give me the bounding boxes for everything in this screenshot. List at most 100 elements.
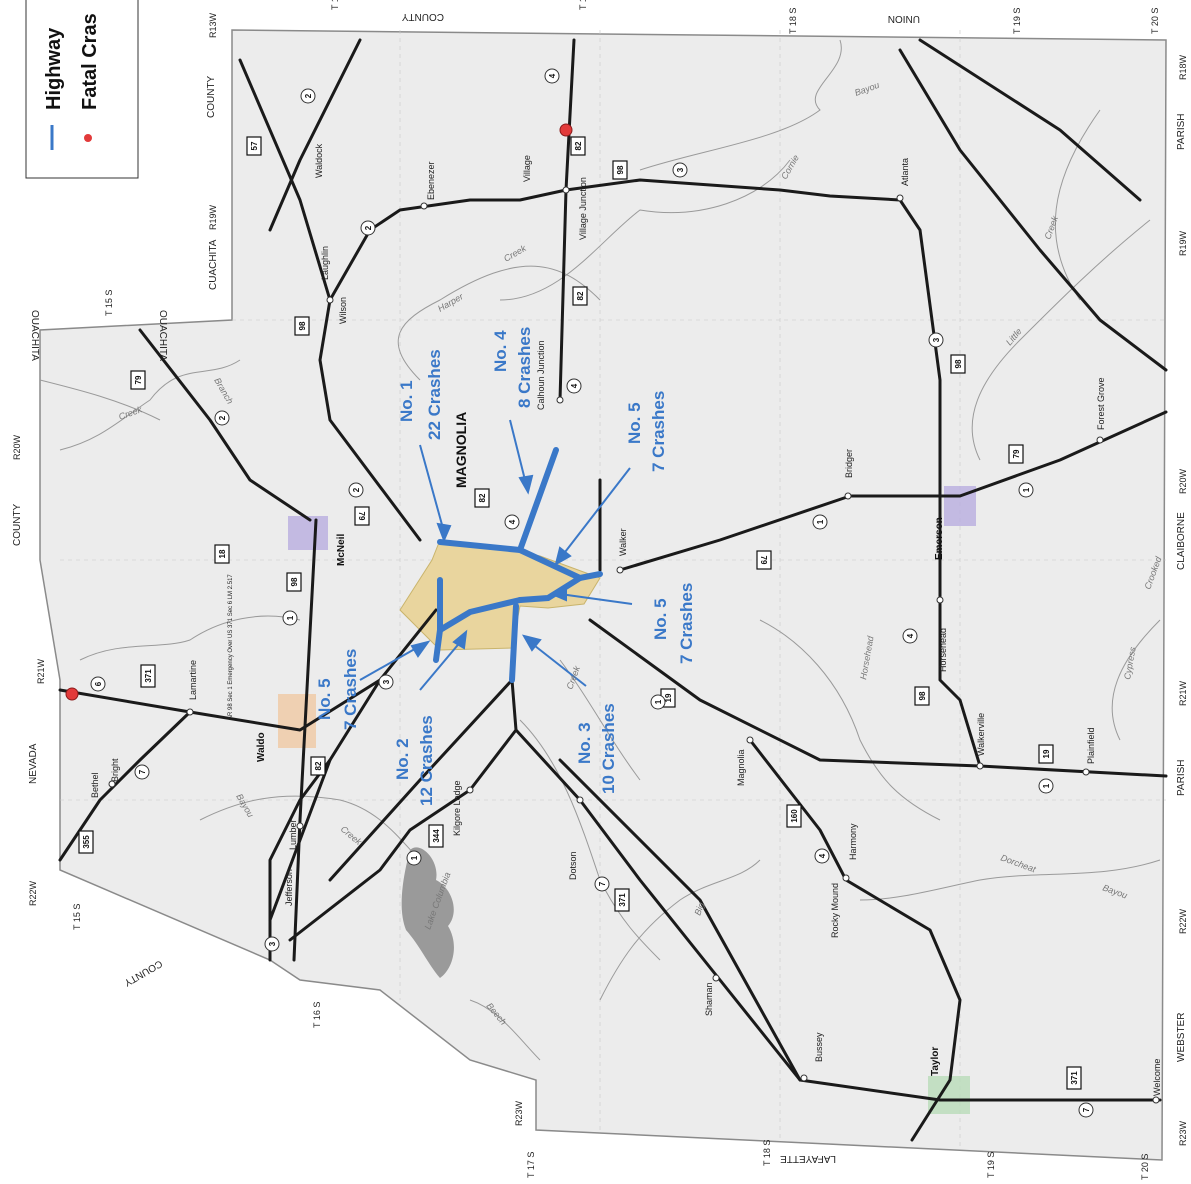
place-8: Walker [618,528,628,556]
shield-98-4: 98 [950,354,966,374]
svg-text:98: 98 [298,321,307,330]
place-14: Magnolia [736,749,746,786]
svg-text:79: 79 [357,512,366,521]
crash-label-5c-count: 7 Crashes [341,649,360,730]
twp-4: T 20 S [1150,8,1160,34]
lake-columbia [401,847,454,978]
svg-text:3: 3 [382,679,391,684]
hwy-mid-south [328,678,514,882]
svg-text:79: 79 [759,556,768,565]
svg-text:82: 82 [576,291,585,300]
svg-text:7: 7 [138,769,147,774]
range-2: R20W [1178,468,1188,494]
place-4: Laughlin [320,246,330,280]
hwy-ne-2 [918,38,1142,202]
crash-arrows [359,419,633,691]
svg-text:1: 1 [286,615,295,620]
shield-us82-2: 82 [572,286,588,306]
svg-text:160: 160 [790,809,799,823]
svg-text:7: 7 [598,881,607,886]
place-3: Village Junction [578,177,588,240]
crash-label-5b-count: 7 Crashes [677,583,696,664]
place-2: Village [522,155,532,182]
hwy-57 [238,58,332,302]
crash-label-3: No. 3 10 Crashes [575,703,618,794]
crash-label-5a-no: No. 5 [625,402,644,444]
shield-57: 57 [246,136,262,156]
place-16: Bethel [90,772,100,798]
legend-highway-label: Highway [43,27,65,110]
border-right-webster: WEBSTER [1176,1013,1187,1062]
crash-label-1-no: No. 1 [397,380,416,422]
crash-label-5-left: No. 5 7 Crashes [315,649,360,730]
us-79-north [138,328,312,522]
place-6: Calhoun Junction [536,340,546,410]
hwy-north-route [268,38,362,232]
svg-text:7: 7 [1082,1107,1091,1112]
shield-us371-1: 371 [140,664,156,688]
place-20: Kilgore Lodge [452,780,462,836]
segment-no-2 [437,597,523,633]
svg-text:355: 355 [82,835,91,849]
place-0: Waldock [314,143,324,178]
range-11: R23W [514,1100,524,1126]
segment-no-3 [509,603,519,683]
svg-text:3: 3 [676,167,685,172]
svg-text:2: 2 [364,225,373,230]
svg-text:371: 371 [1070,1071,1079,1085]
highways [58,38,1168,1142]
hwy-98-north [292,518,318,962]
range-3: R21W [1178,680,1188,706]
svg-text:2: 2 [304,93,313,98]
shield-us82-4: 82 [310,756,326,776]
shield-us82-3: 82 [474,488,490,508]
shield-344: 344 [428,824,444,848]
range-1: R19W [1178,230,1188,256]
town-emerson: Emerson [934,517,945,560]
border-ouachita-2: OUACHITA [157,310,168,361]
svg-text:98: 98 [918,691,927,700]
shield-us79-3: 79 [756,550,772,570]
svg-text:82: 82 [478,493,487,502]
svg-text:1: 1 [816,519,825,524]
shield-18: 18 [214,544,230,564]
township-labels: T 16 S T 17 S T 18 S T 19 S T 20 S T 15 … [72,0,1160,1180]
place-19: Jefferson [284,869,294,906]
range-9: R21W [36,658,46,684]
legend-fatal-swatch [84,134,92,142]
shield-98-3: 98 [286,572,302,592]
water-9: Big [692,901,706,917]
place-25: Bussey [814,1032,824,1062]
svg-text:19: 19 [664,693,673,702]
crash-segments [433,447,603,683]
place-26: Welcome [1152,1059,1162,1096]
twp-0: T 16 S [330,0,340,10]
crash-label-1: No. 1 22 Crashes [397,349,444,440]
svg-text:4: 4 [548,73,557,78]
map-note: AR 98 Sec 1 Emergency Over US 371 Sec 6 … [228,574,234,720]
range-6: R13W [208,12,218,38]
shield-19-2: 19 [1038,744,1054,764]
svg-text:4: 4 [570,383,579,388]
crash-label-4-count: 8 Crashes [515,327,534,408]
place-21: Dotson [568,851,578,880]
county-road-markers: 2 2 2 2 4 4 4 4 4 3 3 3 3 1 1 1 1 1 1 6 … [90,68,1094,1118]
twp-2: T 18 S [788,8,798,34]
place-11: Horsehead [938,628,948,672]
range-7: R19W [208,204,218,230]
hwy-7-west [58,710,192,862]
town-mcneil: McNeil [336,534,347,566]
svg-text:1: 1 [410,855,419,860]
crash-label-5-top: No. 5 7 Crashes [625,391,668,472]
shield-98-5: 98 [914,686,930,706]
legend: Highway Fatal Cras [25,0,139,179]
shield-us82-1: 82 [570,136,586,156]
crash-label-5c-no: No. 5 [315,678,334,720]
hwy-160 [748,738,962,1142]
crash-label-4-no: No. 4 [491,330,510,372]
border-left-county-1: COUNTY [12,503,23,546]
svg-text:4: 4 [818,853,827,858]
hwy-7-south [558,758,1162,1102]
range-8: R20W [12,434,22,460]
